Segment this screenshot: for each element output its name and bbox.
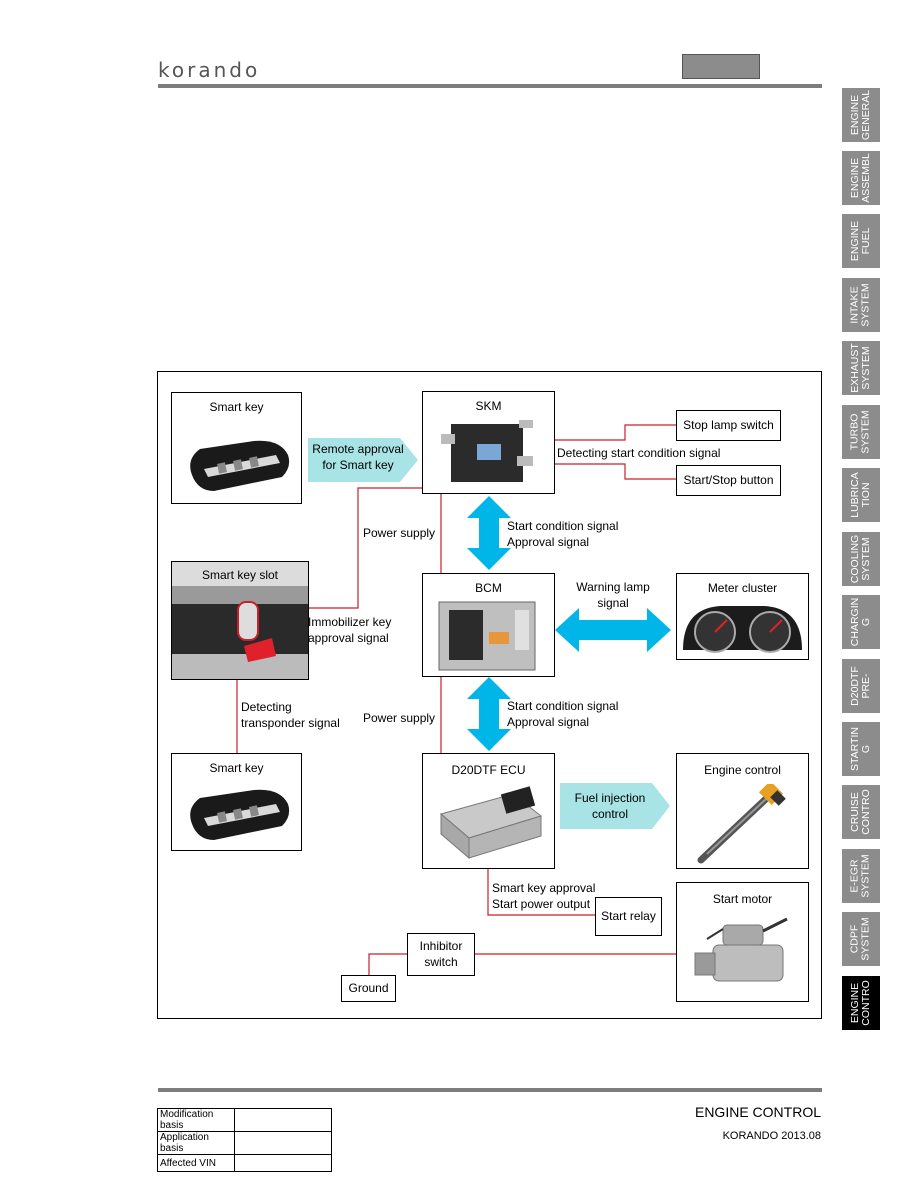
inhibitor-switch-box: Inhibitor switch: [407, 933, 475, 976]
starting-system-diagram: Smart key Remote approval for Smart key …: [157, 371, 822, 1019]
smart-key-slot-label: Smart key slot: [201, 568, 279, 582]
smart-key-slot-image: [172, 562, 308, 679]
power-supply-label-2: Power supply: [363, 711, 436, 725]
start-motor-image: [694, 917, 788, 982]
power-supply-label-1: Power supply: [363, 526, 436, 540]
start-stop-button-label: Start/Stop button: [683, 473, 774, 487]
tab-engine-fuel[interactable]: ENGINE FUEL: [842, 214, 880, 268]
tab-d20dtf-pre[interactable]: D20DTF PRE-: [842, 659, 880, 713]
immobilizer-label: Immobilizer key approval signal: [308, 615, 392, 645]
remote-approval-label: Remote approval for Smart key: [312, 442, 404, 472]
tab-engine-assembly[interactable]: ENGINE ASSEMBL: [842, 151, 880, 205]
header-gray-box: [682, 54, 760, 79]
wiring-lines: [236, 424, 676, 975]
ecu-box: D20DTF ECU: [422, 753, 555, 869]
ground-label: Ground: [348, 981, 389, 995]
tab-cruise-control[interactable]: CRUISE CONTRO: [842, 785, 880, 839]
smart-key-bottom-label: Smart key: [209, 761, 264, 775]
detecting-start-condition-label: Detecting start condition signal: [557, 446, 721, 460]
fuel-injector-image: [697, 784, 786, 864]
start-relay-box: Start relay: [595, 897, 662, 936]
detecting-transponder-label: Detecting transponder signal: [241, 700, 340, 730]
bcm-box: BCM: [422, 573, 555, 677]
stop-lamp-switch-box: Stop lamp switch: [676, 410, 781, 441]
warning-lamp-double-arrow: [555, 608, 671, 652]
skm-box: SKM: [422, 391, 555, 494]
meter-cluster-label: Meter cluster: [707, 581, 778, 595]
tab-cooling-system[interactable]: COOLING SYSTEM: [842, 532, 880, 586]
inhibitor-switch-label: Inhibitor switch: [419, 939, 463, 969]
tab-turbo-system[interactable]: TURBO SYSTEM: [842, 405, 880, 459]
table-row: Modification basis: [157, 1108, 332, 1132]
bcm-label: BCM: [475, 581, 502, 595]
engine-control-box: Engine control: [676, 753, 809, 869]
fuel-injection-label: Fuel injection control: [574, 791, 646, 821]
tab-exhaust-system[interactable]: EXHAUST SYSTEM: [842, 341, 880, 395]
stop-lamp-switch-label: Stop lamp switch: [683, 418, 774, 432]
korando-logo: korando: [158, 58, 261, 82]
table-row: Affected VIN: [157, 1154, 332, 1172]
smart-key-top-box: Smart key: [171, 392, 302, 504]
tab-charging[interactable]: CHARGIN G: [842, 595, 880, 649]
smart-key-slot-box: Smart key slot: [171, 561, 309, 680]
warning-lamp-label: Warning lamp signal: [576, 580, 650, 610]
start-relay-label: Start relay: [601, 909, 656, 923]
tab-lubrication[interactable]: LUBRICA TION: [842, 468, 880, 522]
footer-subtitle: KORANDO 2013.08: [722, 1130, 821, 1142]
start-condition-label-2: Start condition signal Approval signal: [507, 699, 619, 729]
footer-title: ENGINE CONTROL: [694, 1104, 821, 1120]
meter-cluster-image: [683, 606, 802, 653]
tab-intake-system[interactable]: INTAKE SYSTEM: [842, 278, 880, 332]
header-divider: [158, 84, 822, 88]
start-motor-box: Start motor: [676, 882, 809, 1002]
skm-bcm-double-arrow: [467, 496, 511, 570]
start-motor-label: Start motor: [712, 892, 773, 906]
tab-cdpf-system[interactable]: CDPF SYSTEM: [842, 912, 880, 966]
meter-cluster-box: Meter cluster: [676, 573, 809, 660]
bcm-ecu-double-arrow: [467, 677, 511, 751]
footer-divider: [158, 1088, 822, 1092]
ecu-module-image: [439, 786, 543, 860]
ground-box: Ground: [341, 975, 396, 1002]
smart-key-top-label: Smart key: [209, 400, 264, 414]
engine-control-label: Engine control: [704, 763, 781, 777]
remote-approval-arrow: [308, 438, 418, 482]
basis-table: Modification basis Application basis Aff…: [157, 1108, 332, 1172]
skm-module-image: [441, 420, 533, 482]
ecu-label: D20DTF ECU: [451, 763, 526, 777]
start-condition-label-1: Start condition signal Approval signal: [507, 519, 619, 549]
tab-starting[interactable]: STARTIN G: [842, 722, 880, 776]
bcm-module-image: [438, 601, 536, 671]
tab-engine-control[interactable]: ENGINE CONTRO: [842, 976, 880, 1030]
table-row: Application basis: [157, 1131, 332, 1155]
start-stop-button-box: Start/Stop button: [676, 465, 781, 496]
tab-e-egr-system[interactable]: E-EGR SYSTEM: [842, 849, 880, 903]
fuel-injection-arrow: [560, 783, 670, 829]
smart-key-fob-image: [190, 440, 290, 491]
skm-label: SKM: [475, 399, 502, 413]
tab-engine-general[interactable]: ENGINE GENERAL: [842, 88, 880, 142]
smart-key-fob-image-2: [190, 789, 290, 840]
smart-key-bottom-box: Smart key: [171, 753, 302, 851]
smart-key-approval-label: Smart key approval Start power output: [492, 881, 596, 911]
